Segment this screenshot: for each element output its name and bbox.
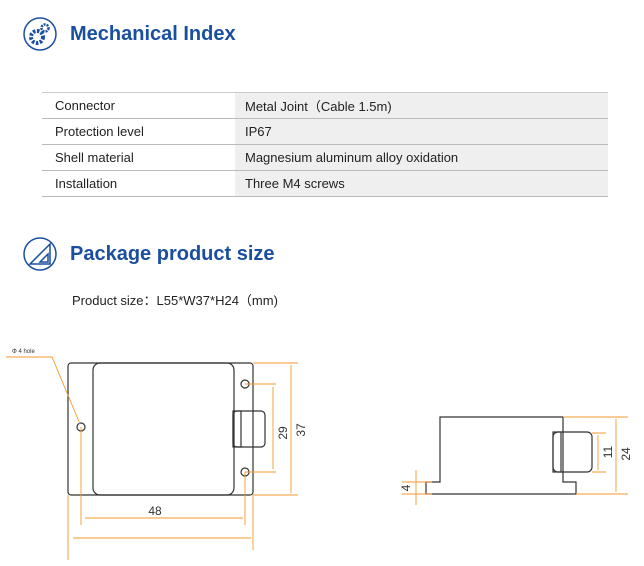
dim-29-label: 29 [276,426,290,440]
hole-label: Φ 4 hole [12,349,35,355]
dim-11-label: 11 [601,445,615,458]
section-title: Package product size [70,242,275,265]
dim-24-label: 24 [619,447,633,461]
set-square-icon [23,237,57,271]
gears-icon [23,17,57,51]
section-title: Mechanical Index [70,22,236,45]
dim-37-label: 37 [294,423,308,437]
package-size-heading: Package product size [22,236,275,272]
top-view [67,362,266,496]
dim-4-label: 4 [399,484,413,491]
product-size-text: Product size：L55*W37*H24（mm) [72,293,278,308]
mechanical-index-heading: Mechanical Index [22,16,236,52]
side-view [425,416,593,495]
dim-48-label: 48 [148,504,162,518]
